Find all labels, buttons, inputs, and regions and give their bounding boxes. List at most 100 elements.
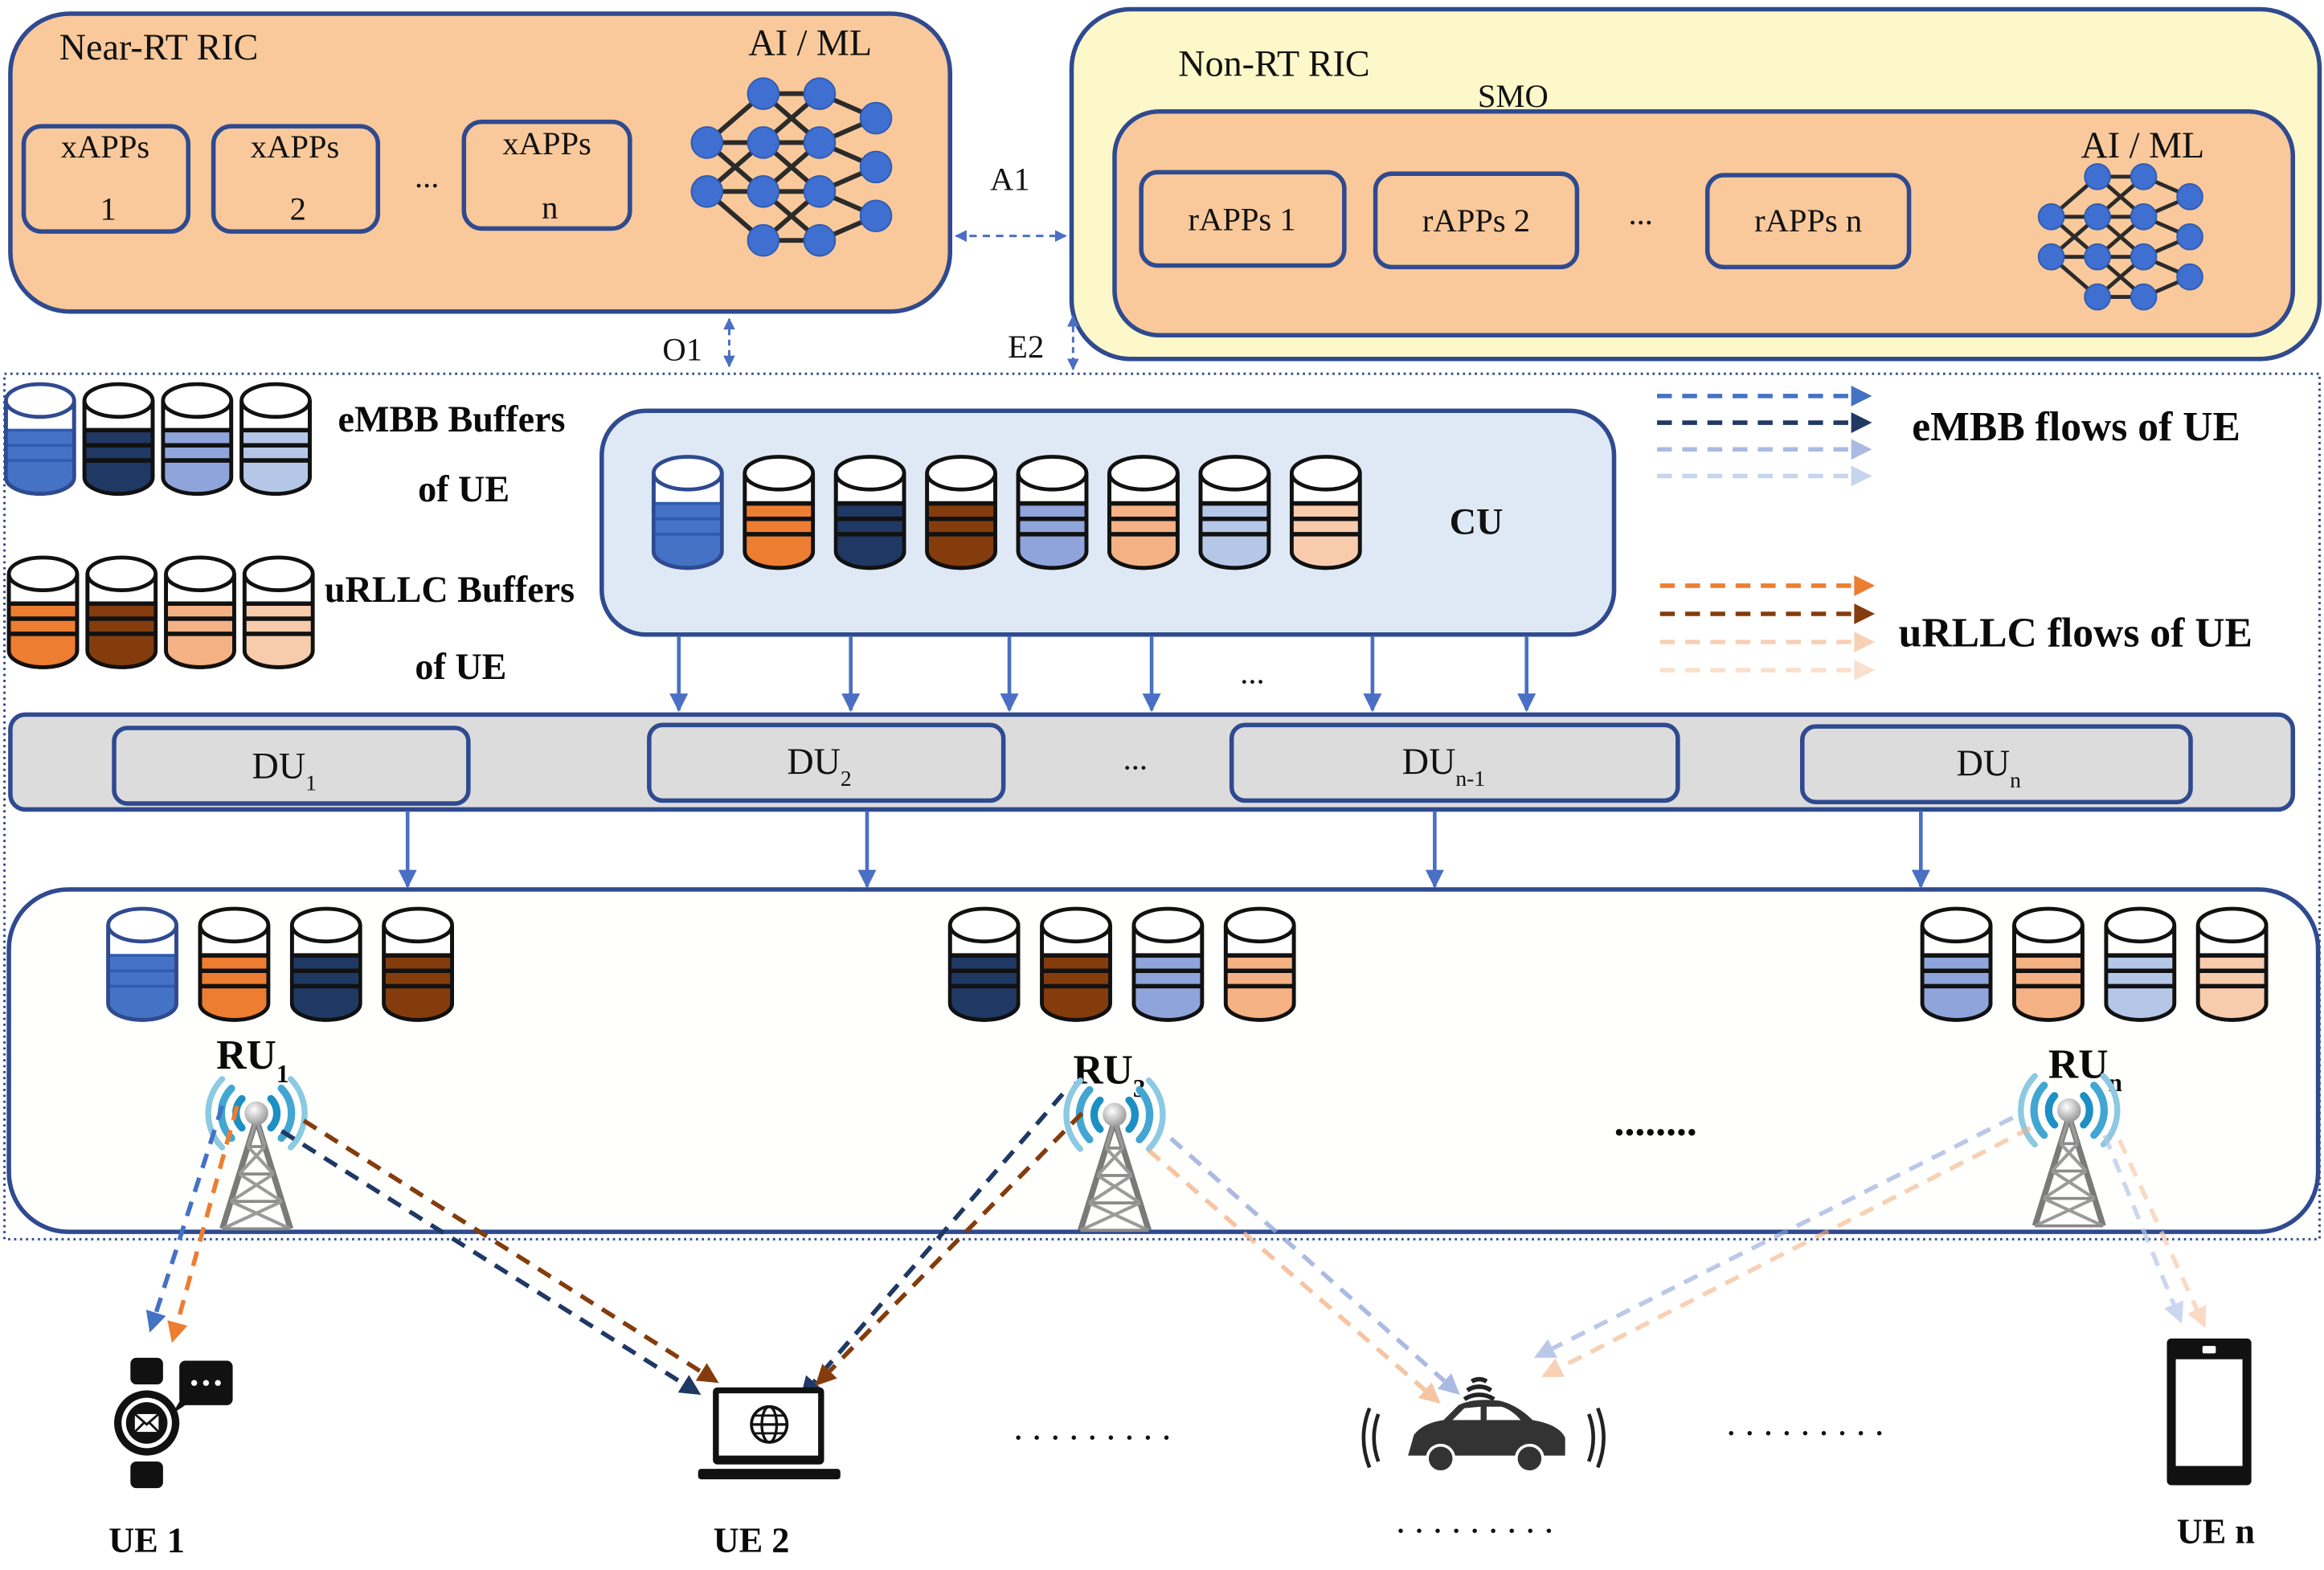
nn-node: [803, 77, 837, 110]
nn-node: [803, 223, 837, 257]
nn-node: [690, 126, 724, 159]
rapp-box-1[interactable]: rAPPs 1: [1139, 170, 1347, 268]
du-to-ru-arrows: [398, 811, 1930, 889]
ru-buffer: [289, 906, 362, 1022]
nn-node: [747, 175, 780, 208]
ru3-buffers: [947, 906, 1296, 1022]
ue-n[interactable]: UE n: [2166, 1338, 2255, 1552]
rapp-box-n[interactable]: rAPPs n: [1704, 173, 1912, 270]
legend-embb-flows-label: eMBB flows of UE: [1912, 404, 2240, 450]
nn-node: [747, 223, 780, 257]
near-rt-ai-ml-label: AI / ML: [748, 22, 872, 63]
cu-buffer: [1107, 455, 1180, 570]
nn-node: [2037, 243, 2065, 271]
nn-node: [690, 175, 724, 208]
ru-buffer: [106, 906, 178, 1022]
legend-urllc-buffers-subtitle: of UE: [415, 646, 506, 687]
nn-node: [2084, 202, 2111, 231]
legend-embb-flows: [1657, 385, 1872, 487]
cu-buffers: [651, 455, 1362, 570]
xapp-index: n: [542, 190, 558, 226]
cu-to-du-arrows: [669, 636, 1536, 713]
ue-flow-arrow: [1533, 1115, 2014, 1358]
o1-interface[interactable]: O1: [662, 317, 735, 368]
ue-flow-arrow: [1169, 1136, 1460, 1395]
cu-buffer: [925, 455, 997, 570]
nn-node: [803, 175, 837, 208]
nn-node: [859, 101, 893, 135]
du-box-1[interactable]: DU1: [112, 726, 471, 806]
cu-box[interactable]: CU: [599, 408, 1617, 637]
ru-layer: [6, 887, 2321, 1234]
ue-1[interactable]: UE 1: [108, 1357, 233, 1560]
non-rt-ai-ml-label: AI / ML: [2081, 125, 2205, 166]
nn-node: [2176, 223, 2203, 251]
nn-node: [2084, 283, 2111, 311]
ue-ellipsis-3: . . . . . . . . .: [1396, 1499, 1553, 1540]
legend-embb-buffer: [239, 382, 312, 496]
ue-label: UE 1: [108, 1520, 185, 1560]
e2-interface[interactable]: E2: [1008, 314, 1079, 371]
cu-buffer: [743, 455, 816, 570]
rapp-box-2[interactable]: rAPPs 2: [1373, 171, 1580, 270]
connected-car-icon: [1361, 1376, 1606, 1474]
nn-node: [747, 77, 780, 110]
du-box-n[interactable]: DUn: [1800, 724, 2193, 804]
ru-buffer: [1920, 906, 1993, 1022]
nn-node: [2176, 263, 2203, 291]
ru1-label: RU1: [216, 1032, 288, 1088]
xapp-box-2[interactable]: xAPPs 2: [211, 124, 381, 234]
xapp-box-1[interactable]: xAPPs 1: [21, 124, 191, 234]
ue-2[interactable]: UE 2: [698, 1387, 841, 1560]
ru-buffer: [2104, 906, 2177, 1022]
ue-flows: [145, 1092, 2207, 1404]
du-box-2[interactable]: DU2: [647, 722, 1006, 803]
ue-ellipsis-1: . . . . . . . . .: [1013, 1406, 1171, 1447]
ue-label: UE n: [2177, 1511, 2255, 1551]
ue-flow-arrow: [302, 1118, 719, 1384]
legend-embb-buffers: [3, 382, 312, 496]
neural-network-icon: [2037, 163, 2203, 311]
ue-flow-arrow: [815, 1111, 1084, 1386]
nn-node: [859, 150, 893, 184]
cu-buffer: [1016, 455, 1089, 570]
ru-buffer: [1131, 906, 1205, 1022]
legend-embb-flow-arrow: [1657, 439, 1872, 460]
legend-embb-buffer: [82, 382, 155, 496]
xapp-index: 2: [290, 190, 306, 227]
a1-label: A1: [990, 161, 1030, 197]
ue-car[interactable]: [1361, 1376, 1606, 1474]
a1-interface[interactable]: A1: [955, 161, 1067, 243]
ru-buffer: [382, 906, 454, 1022]
legend-urllc-flows-label: uRLLC flows of UE: [1899, 611, 2252, 656]
ru3-label: RU3: [1073, 1048, 1145, 1103]
cu-buffer: [1198, 455, 1271, 570]
ran-boundary: [3, 372, 2321, 1241]
legend-urllc-flow-arrow: [1659, 603, 1876, 624]
ru-ellipsis: ........: [1614, 1099, 1697, 1145]
e2-label: E2: [1008, 329, 1044, 365]
legend-urllc-buffers-title: uRLLC Buffers: [325, 569, 575, 610]
du-label: DUn-1: [1402, 741, 1485, 791]
ue-flow-arrow: [2117, 1139, 2207, 1328]
run-buffers: [1920, 906, 2269, 1022]
du-ellipsis: ...: [1123, 741, 1148, 777]
ue-ellipsis-2: . . . . . . . . .: [1727, 1402, 1884, 1443]
ue-flow-arrow: [280, 1129, 702, 1395]
nn-node: [803, 126, 837, 159]
nn-node: [2084, 163, 2111, 190]
xapp-box-n[interactable]: xAPPs n: [461, 119, 632, 231]
legend-urllc-flow-arrow: [1659, 632, 1876, 652]
du-box-n-1[interactable]: DUn-1: [1229, 722, 1680, 803]
ue-label: UE 2: [714, 1520, 790, 1560]
ue-flow-arrow: [1147, 1148, 1441, 1404]
cell-tower-icon: [205, 1076, 308, 1231]
nn-node: [2176, 183, 2203, 211]
non-rt-ric-title: Non-RT RIC: [1178, 43, 1369, 84]
nn-node: [2084, 243, 2111, 271]
legend-embb-buffer: [3, 382, 76, 496]
nn-node: [2130, 283, 2158, 311]
rapps-ellipsis: ...: [1629, 195, 1653, 231]
legend-urllc-buffer: [6, 555, 80, 669]
